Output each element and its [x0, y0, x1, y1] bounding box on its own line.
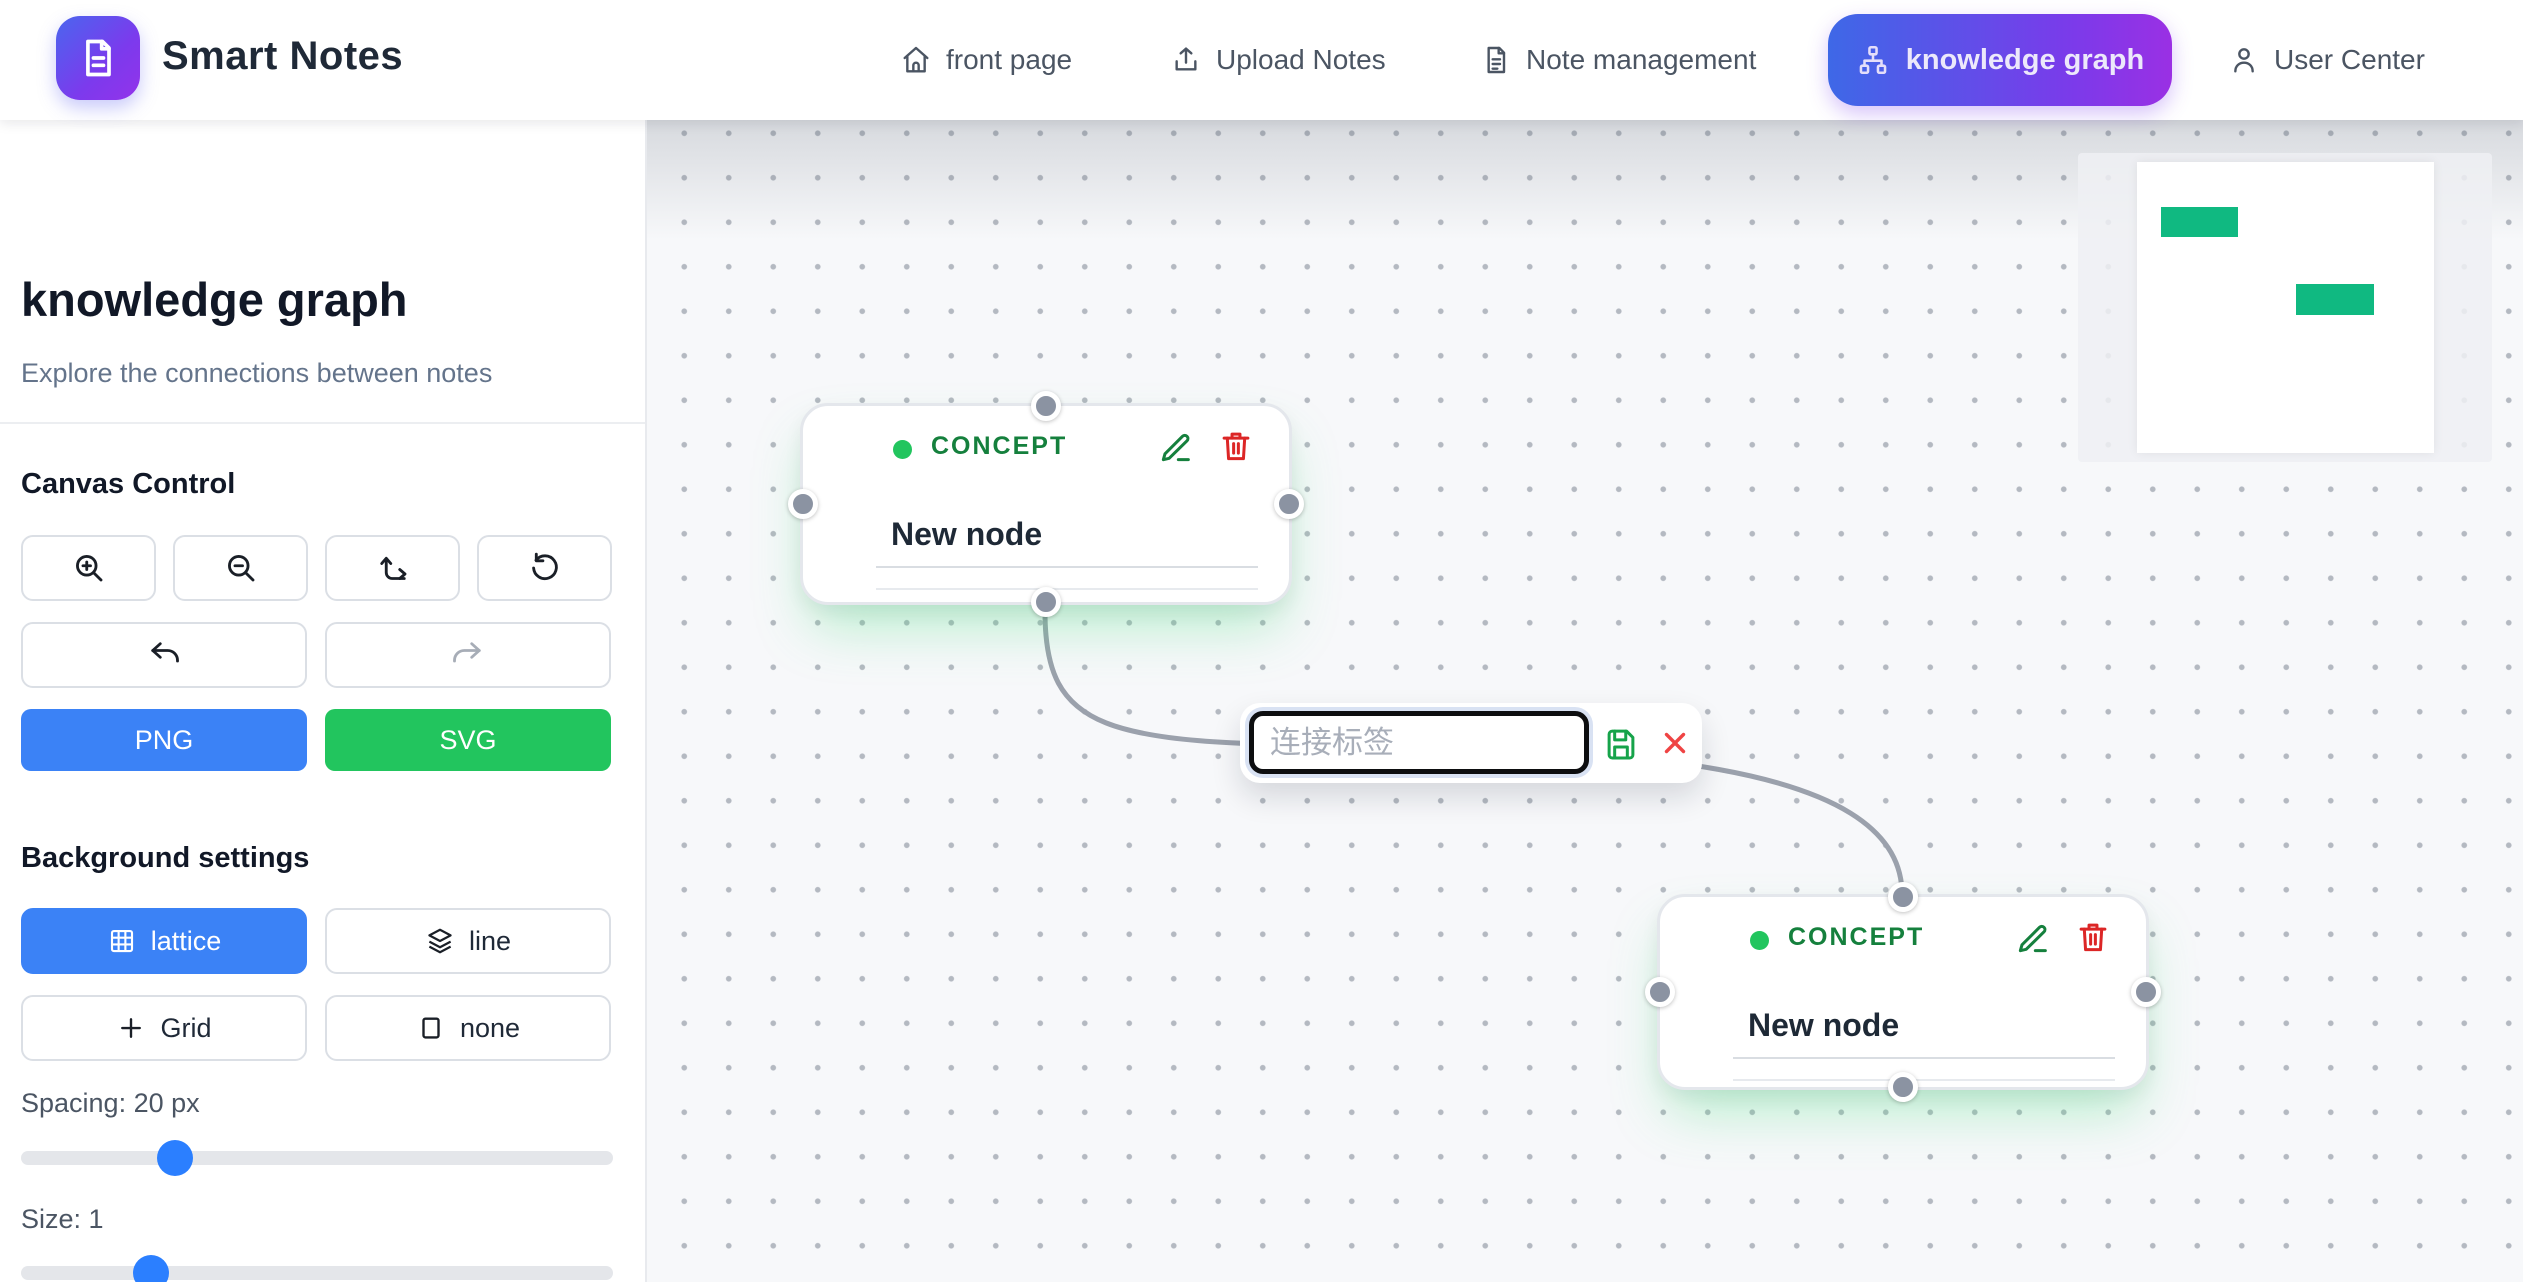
minimap-node	[2161, 207, 2238, 237]
nav-label: Note management	[1526, 44, 1757, 75]
nav-user-center[interactable]: User Center	[2228, 0, 2425, 120]
node-handle-right[interactable]	[1274, 489, 1304, 519]
lattice-grid-icon	[107, 926, 137, 956]
export-png-button[interactable]: PNG	[21, 709, 307, 771]
edge-label-input[interactable]	[1249, 711, 1589, 774]
minimap[interactable]	[2078, 153, 2492, 462]
bg-none-button[interactable]: none	[325, 995, 611, 1061]
node-type-badge: CONCEPT	[931, 432, 1068, 460]
cancel-edge-label-icon[interactable]	[1658, 726, 1692, 760]
graph-node-1[interactable]: CONCEPT New node	[788, 391, 1304, 617]
nav-label: knowledge graph	[1905, 43, 2145, 76]
top-header: Smart Notes front page Upload Notes	[0, 0, 2523, 120]
document-icon	[1480, 44, 1512, 76]
minimap-viewport	[2137, 162, 2434, 453]
plus-icon	[116, 1013, 146, 1043]
app-logo[interactable]	[56, 16, 140, 100]
redo-button[interactable]	[325, 622, 611, 688]
spacing-slider[interactable]	[21, 1140, 613, 1176]
node-type-badge: CONCEPT	[1788, 923, 1925, 951]
delete-node-icon[interactable]	[1217, 426, 1255, 466]
zoom-in-button[interactable]	[21, 535, 156, 601]
bg-option-label: line	[468, 925, 512, 956]
user-icon	[2228, 44, 2260, 76]
size-label: Size: 1	[21, 1204, 104, 1234]
node-title[interactable]: New node	[891, 516, 1043, 552]
node-rule-line	[1733, 1057, 2115, 1059]
save-edge-label-icon[interactable]	[1602, 724, 1640, 762]
nav-upload-notes[interactable]: Upload Notes	[1170, 0, 1386, 120]
page-title: knowledge graph	[21, 273, 408, 326]
bg-option-label: Grid	[160, 1012, 212, 1043]
nav-knowledge-graph[interactable]: knowledge graph	[1828, 14, 2172, 106]
node-title[interactable]: New node	[1748, 1007, 1900, 1043]
graph-icon	[1856, 43, 1890, 77]
bg-option-label: none	[459, 1012, 521, 1043]
delete-node-icon[interactable]	[2074, 917, 2112, 957]
page-subtitle: Explore the connections between notes	[21, 358, 493, 388]
size-slider[interactable]	[21, 1255, 613, 1282]
zoom-in-icon	[71, 550, 107, 586]
background-settings-heading: Background settings	[21, 842, 310, 874]
canvas-control-heading: Canvas Control	[21, 468, 236, 500]
divider	[0, 422, 645, 424]
brand-name: Smart Notes	[162, 34, 404, 78]
minimap-node	[2296, 284, 2374, 315]
node-handle-top[interactable]	[1888, 882, 1918, 912]
undo-button[interactable]	[21, 622, 307, 688]
zoom-out-button[interactable]	[173, 535, 308, 601]
empty-square-icon	[416, 1013, 446, 1043]
layers-icon	[425, 926, 455, 956]
edit-node-icon[interactable]	[1155, 428, 1195, 468]
spacing-slider-thumb[interactable]	[156, 1140, 193, 1176]
undo-icon	[146, 637, 182, 673]
edge-label-editor	[1240, 703, 1702, 783]
upload-icon	[1170, 44, 1202, 76]
redo-icon	[450, 637, 486, 673]
size-slider-thumb[interactable]	[133, 1255, 170, 1282]
graph-node-2[interactable]: CONCEPT New node	[1645, 882, 2161, 1102]
graph-canvas[interactable]: CONCEPT New node CONCEPT	[647, 120, 2523, 1282]
node-rule-line	[1733, 1079, 2115, 1081]
spacing-label: Spacing: 20 px	[21, 1088, 200, 1118]
document-logo-icon	[76, 36, 120, 80]
bg-option-label: lattice	[150, 925, 222, 956]
concept-dot-icon	[893, 440, 912, 459]
node-rule-line	[876, 588, 1258, 590]
nav-label: Upload Notes	[1216, 44, 1386, 75]
home-icon	[900, 44, 932, 76]
zoom-out-icon	[223, 550, 259, 586]
reset-view-button[interactable]	[477, 535, 612, 601]
reset-view-icon	[527, 550, 563, 586]
bg-line-button[interactable]: line	[325, 908, 611, 974]
nav-label: front page	[946, 44, 1073, 75]
fit-view-icon	[375, 550, 411, 586]
node-handle-bottom[interactable]	[1031, 587, 1061, 617]
nav-label: User Center	[2274, 44, 2425, 75]
nav-note-management[interactable]: Note management	[1480, 0, 1756, 120]
edit-node-icon[interactable]	[2012, 919, 2052, 959]
nav-front-page[interactable]: front page	[900, 0, 1072, 120]
bg-lattice-button[interactable]: lattice	[21, 908, 307, 974]
concept-dot-icon	[1750, 931, 1769, 950]
node-handle-left[interactable]	[1645, 977, 1675, 1007]
node-rule-line	[876, 566, 1258, 568]
fit-view-button[interactable]	[325, 535, 460, 601]
node-handle-bottom[interactable]	[1888, 1072, 1918, 1102]
node-handle-top[interactable]	[1031, 391, 1061, 421]
export-svg-button[interactable]: SVG	[325, 709, 611, 771]
control-sidebar: knowledge graph Explore the connections …	[0, 120, 647, 1282]
node-handle-right[interactable]	[2131, 977, 2161, 1007]
bg-grid-button[interactable]: Grid	[21, 995, 307, 1061]
node-handle-left[interactable]	[788, 489, 818, 519]
